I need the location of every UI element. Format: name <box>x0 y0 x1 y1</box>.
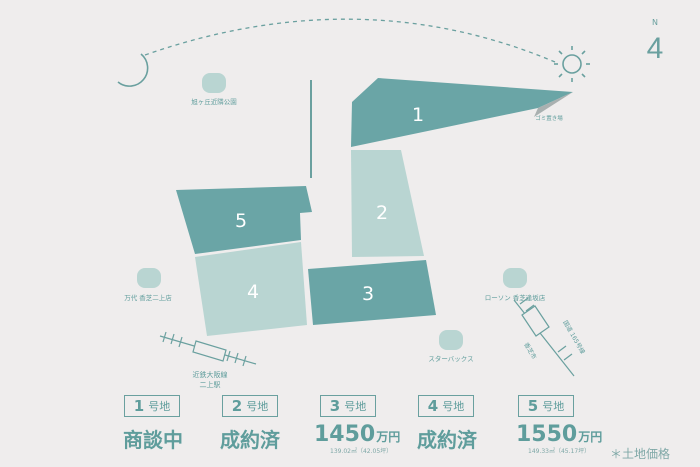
lot-4[interactable] <box>195 242 307 336</box>
park-label: 旭ヶ丘近隣公園 <box>191 97 237 106</box>
lot-4-label: 4 <box>247 281 259 303</box>
lot-1-label: 1 <box>412 104 424 126</box>
sun-path-arc <box>144 18 556 63</box>
lot-1[interactable] <box>351 78 573 147</box>
route-side-label: 香芝市 <box>522 341 538 361</box>
starbucks-marker <box>439 330 463 350</box>
lot-2-label: 2 <box>376 202 388 224</box>
lot-3-price: 1450万円 <box>314 422 401 447</box>
station-label-line1: 近鉄大阪線 <box>193 370 228 379</box>
lot-3-label: 3 <box>362 283 374 305</box>
lot-2-status: 成約済 <box>220 428 280 452</box>
lawson-marker <box>503 268 527 288</box>
garbage-label: ゴミ置き場 <box>535 114 563 122</box>
lot-5-price: 1550万円 <box>516 422 603 447</box>
lot-5-area: 149.33㎡（45.17坪） <box>528 448 591 455</box>
price-note: ＊土地価格 <box>610 447 671 461</box>
starbucks-label: スターバックス <box>428 354 473 363</box>
sun-icon <box>554 46 590 82</box>
lot-1-status: 商談中 <box>123 428 183 452</box>
compass-icon: 4 <box>647 32 664 65</box>
lot-4-status: 成約済 <box>417 428 477 452</box>
compass-north-label: N <box>652 18 658 27</box>
manyo-marker <box>137 268 161 288</box>
garbage-area <box>534 92 573 117</box>
lawson-label: ローソン 香芝逢坂店 <box>485 293 546 302</box>
lot-3-area: 139.02㎡（42.05坪） <box>330 448 393 455</box>
route-label: 国道 165号線 <box>561 319 587 355</box>
route-165 <box>513 297 575 377</box>
lot-5-label: 5 <box>235 210 247 232</box>
lot-2[interactable] <box>351 150 424 257</box>
moon-icon <box>117 53 149 87</box>
lot-3[interactable] <box>308 260 436 325</box>
lot-5[interactable] <box>176 186 312 254</box>
manyo-label: 万代 香芝二上店 <box>124 293 172 302</box>
station-label-line2: 二上駅 <box>200 380 221 389</box>
park-marker <box>202 73 226 93</box>
railway <box>159 331 257 367</box>
